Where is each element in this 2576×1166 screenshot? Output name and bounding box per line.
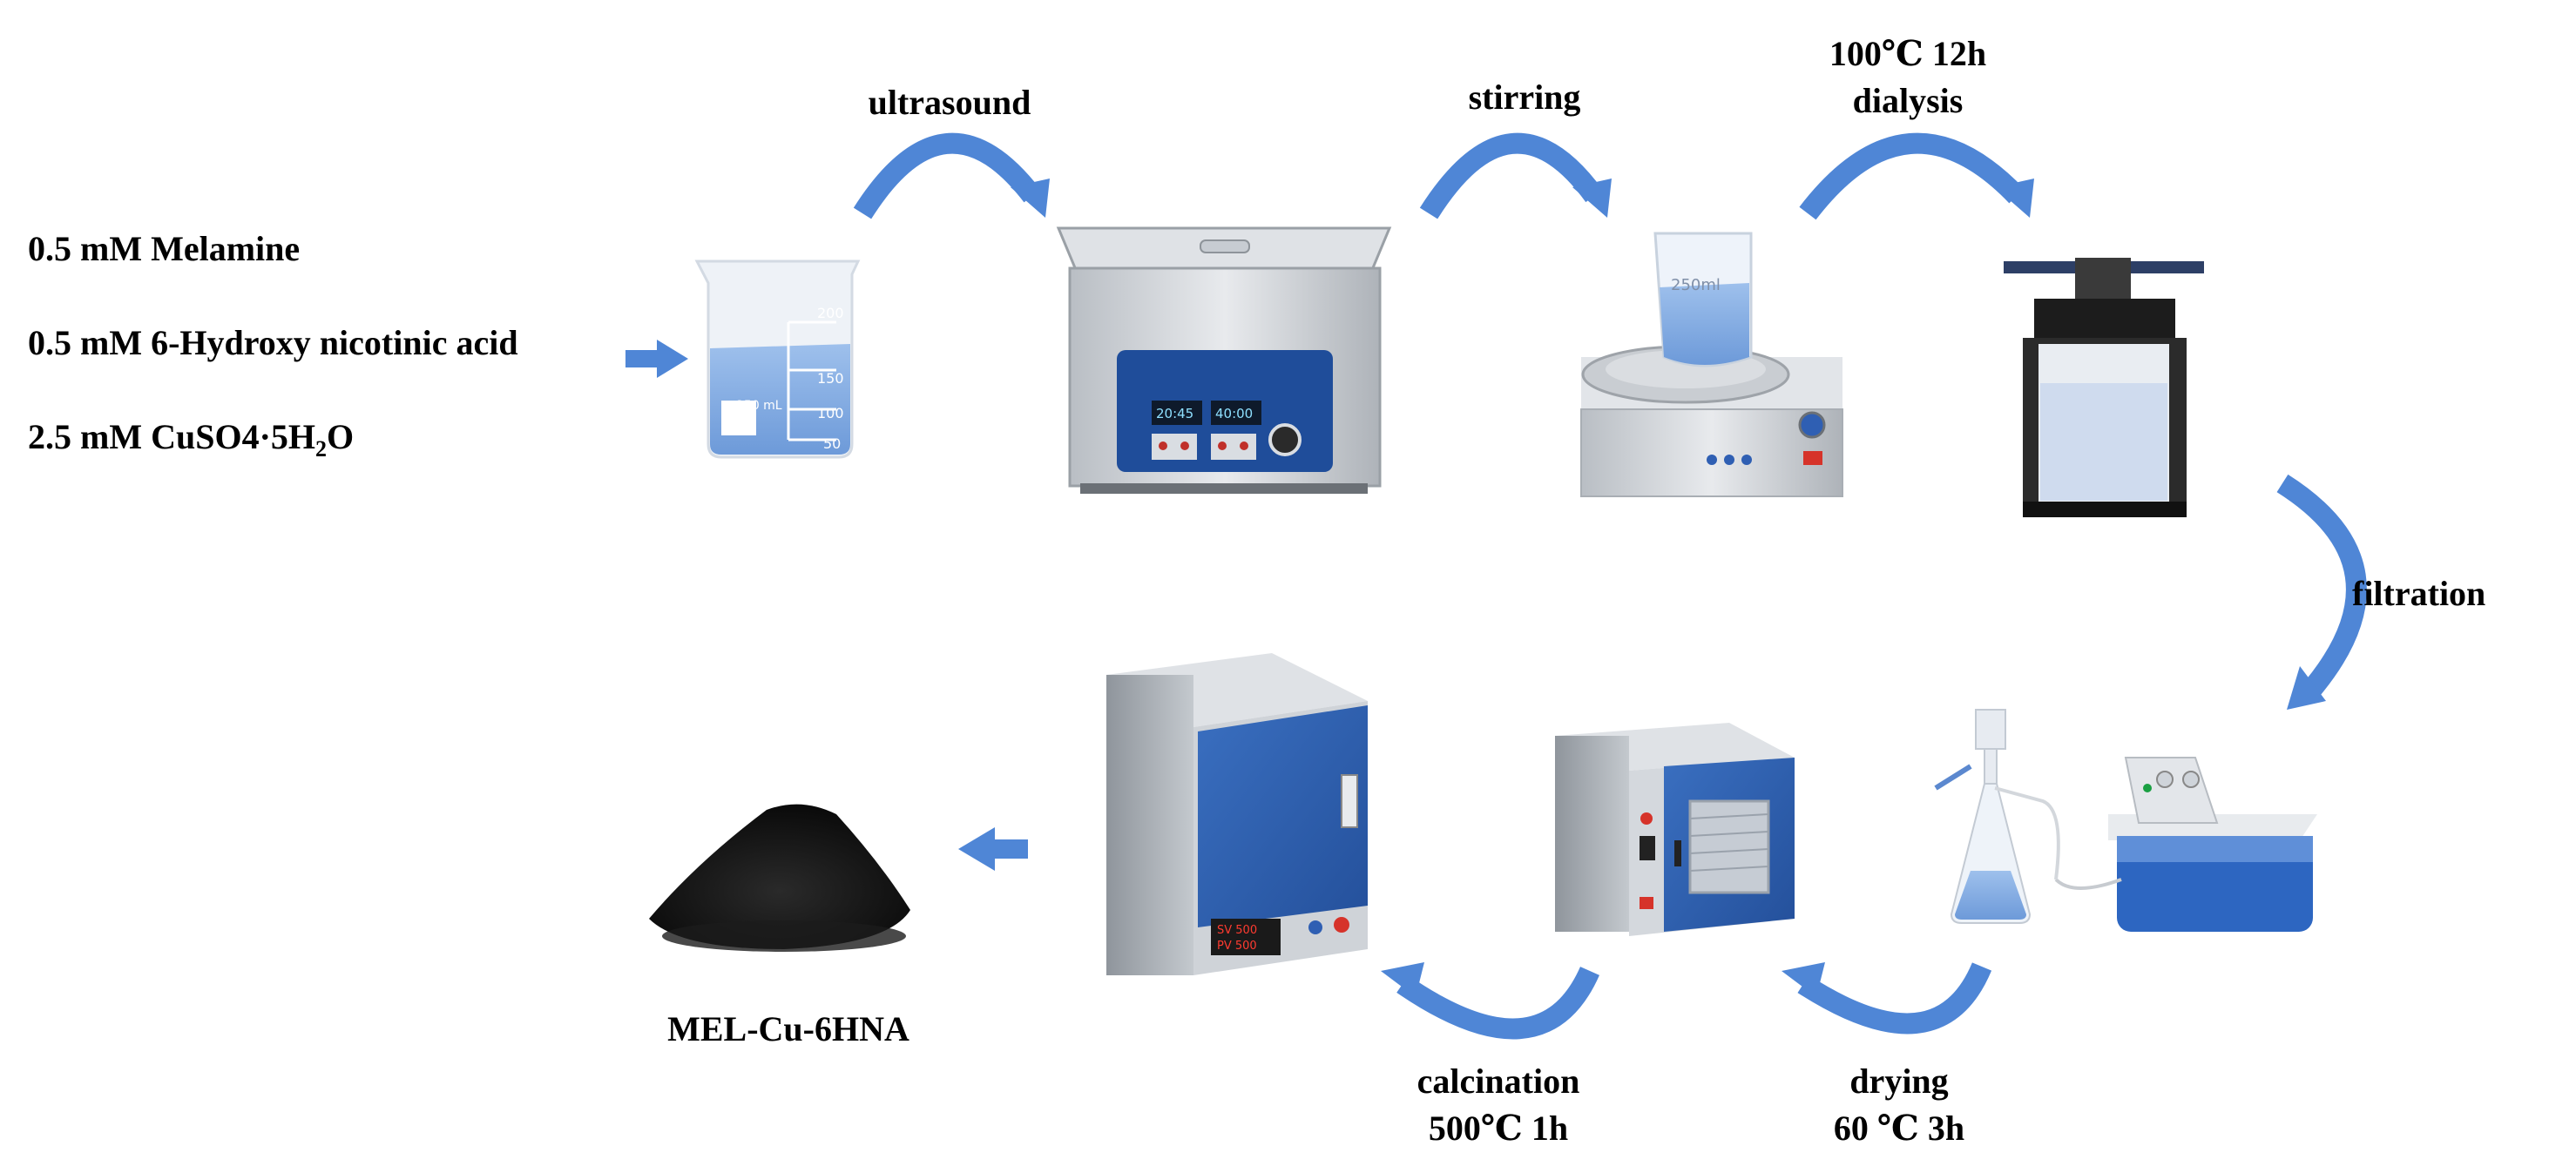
arrow-reagents-to-beaker <box>625 340 688 378</box>
beaker-scale <box>787 320 836 441</box>
step-dialysis-condition: 100℃ 12h <box>1829 34 1987 73</box>
stir-beaker-label: 250ml <box>1671 276 1721 294</box>
furnace-sv: SV 500 <box>1217 924 1257 937</box>
furnace-pv: PV 500 <box>1217 940 1257 953</box>
cuso4-subscript: 2 <box>315 436 328 462</box>
beaker: 250 mL 200 150 100 50 <box>694 259 861 459</box>
magnetic-stirrer: 250ml <box>1580 232 1843 497</box>
arrow-to-product <box>958 827 1028 871</box>
step-stirring: stirring <box>1468 78 1581 117</box>
cuso4-suffix: O <box>327 417 355 456</box>
step-dialysis: dialysis <box>1852 81 1964 120</box>
filtration-flask <box>1934 709 2060 924</box>
arrow-ultrasound <box>853 132 1050 219</box>
reagent-melamine: 0.5 mM Melamine <box>28 229 301 268</box>
cuso4-prefix: 2.5 mM CuSO4·5H <box>28 417 316 456</box>
drying-oven <box>1555 723 1795 936</box>
muffle-furnace: SV 500 PV 500 <box>1106 653 1368 975</box>
arrow-calcination <box>1381 962 1599 1040</box>
cleaner-display-1: 20:45 <box>1156 406 1193 421</box>
step-filtration: filtration <box>2352 574 2486 613</box>
arrow-filtration <box>2276 474 2367 710</box>
vacuum-pump <box>2054 757 2317 932</box>
autoclave <box>2004 258 2204 517</box>
step-drying: drying <box>1849 1062 1949 1101</box>
step-calcination: calcination <box>1416 1062 1580 1101</box>
arrow-drying <box>1782 962 1992 1035</box>
arrow-dialysis <box>1799 132 2034 220</box>
step-drying-condition: 60 ℃ 3h <box>1833 1109 1965 1148</box>
reagent-hydroxy-nicotinic-acid: 0.5 mM 6-Hydroxy nicotinic acid <box>28 323 518 362</box>
reagent-cuso4: 2.5 mM CuSO4·5H2O <box>28 416 354 470</box>
cleaner-display-2: 40:00 <box>1215 406 1253 421</box>
product-name: MEL-Cu-6HNA <box>667 1009 909 1048</box>
product-powder <box>649 804 910 952</box>
ultrasonic-cleaner: 20:45 40:00 <box>1056 226 1392 494</box>
step-ultrasound: ultrasound <box>868 83 1031 122</box>
beaker-volume-label: 250 mL <box>736 399 782 413</box>
arrow-stirring <box>1419 132 1612 219</box>
beaker-tick-150: 150 <box>817 370 844 387</box>
beaker-tick-50: 50 <box>823 435 841 452</box>
beaker-tick-200: 200 <box>817 305 844 321</box>
beaker-tick-100: 100 <box>817 405 844 421</box>
step-calcination-condition: 500℃ 1h <box>1428 1109 1569 1148</box>
